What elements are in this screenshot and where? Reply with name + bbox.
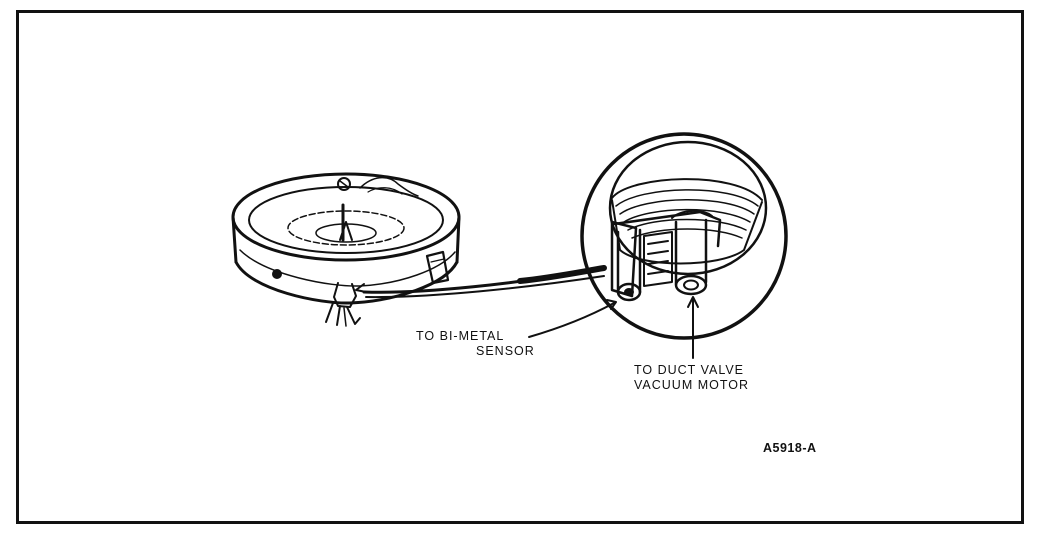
- diagram-frame: [16, 10, 1024, 524]
- label-to-duct-valve-line1: TO DUCT VALVE: [634, 363, 745, 377]
- label-to-bimetal-sensor-line2: SENSOR: [476, 344, 535, 358]
- figure-id: A5918-A: [763, 441, 817, 455]
- label-to-duct-valve-line2: VACUUM MOTOR: [634, 378, 750, 392]
- label-to-bimetal-sensor-line1: TO BI-METAL: [416, 329, 505, 343]
- air-cleaner-housing: [231, 172, 461, 327]
- vacuum-motor-assembly: [580, 132, 788, 340]
- leader-lines: [528, 296, 699, 359]
- vacuum-hose: [362, 265, 607, 299]
